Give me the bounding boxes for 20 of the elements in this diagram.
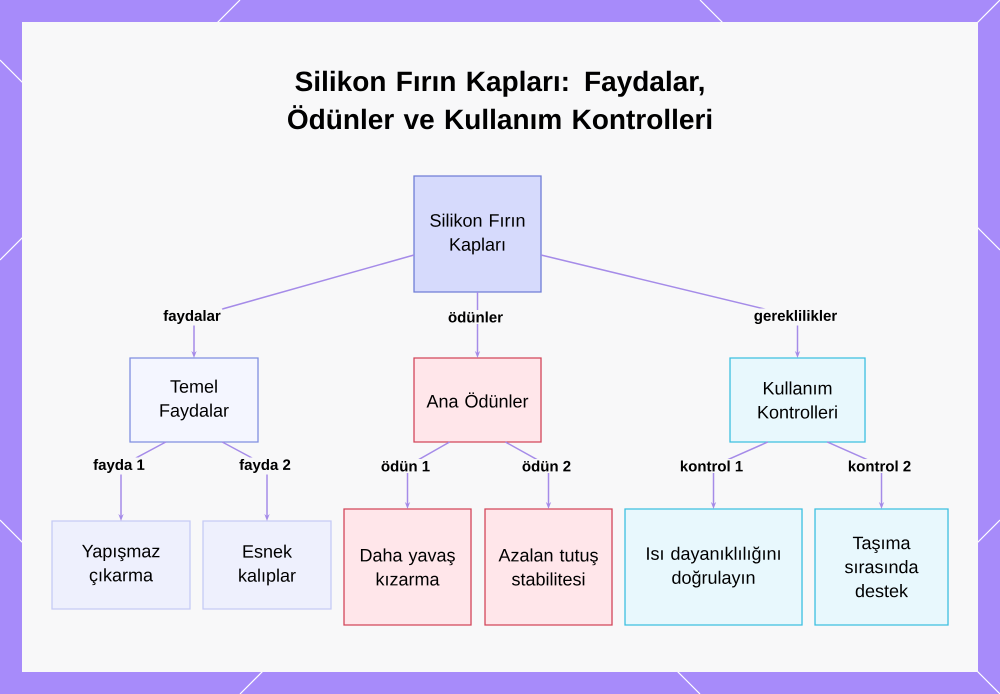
edge-label: fayda 2 [238, 458, 292, 474]
edge-label: ödün 1 [379, 459, 432, 473]
process-box: Yapışmaz çıkarma [51, 520, 191, 610]
process-box: Ana Ödünler [413, 357, 542, 443]
edge-label: ödünler [446, 310, 504, 324]
edge-label: gereklilikler [752, 308, 839, 326]
process-box: Isı dayanıklılığını doğrulayın [624, 508, 803, 626]
edge-label: kontrol 2 [846, 459, 913, 473]
process-box: Taşıma sırasında destek [814, 508, 949, 626]
edge-label: ödün 2 [520, 459, 573, 473]
process-box: Silikon Fırın Kapları [413, 175, 542, 293]
edge-label: kontrol 1 [678, 459, 745, 473]
process-box: Esnek kalıplar [202, 520, 332, 610]
title: Silikon Fırın Kapları: Faydalar, Ödünler ve Kullanım Kontrolleri [288, 70, 712, 130]
process-box: Daha yavaş kızarma [343, 508, 472, 626]
edge-label: faydalar [162, 308, 222, 326]
process-box: Temel Faydalar [129, 357, 259, 443]
edge-label: fayda 1 [92, 458, 146, 474]
process-box: Kullanım Kontrolleri [729, 357, 866, 443]
process-box: Azalan tutuş stabilitesi [484, 508, 613, 626]
